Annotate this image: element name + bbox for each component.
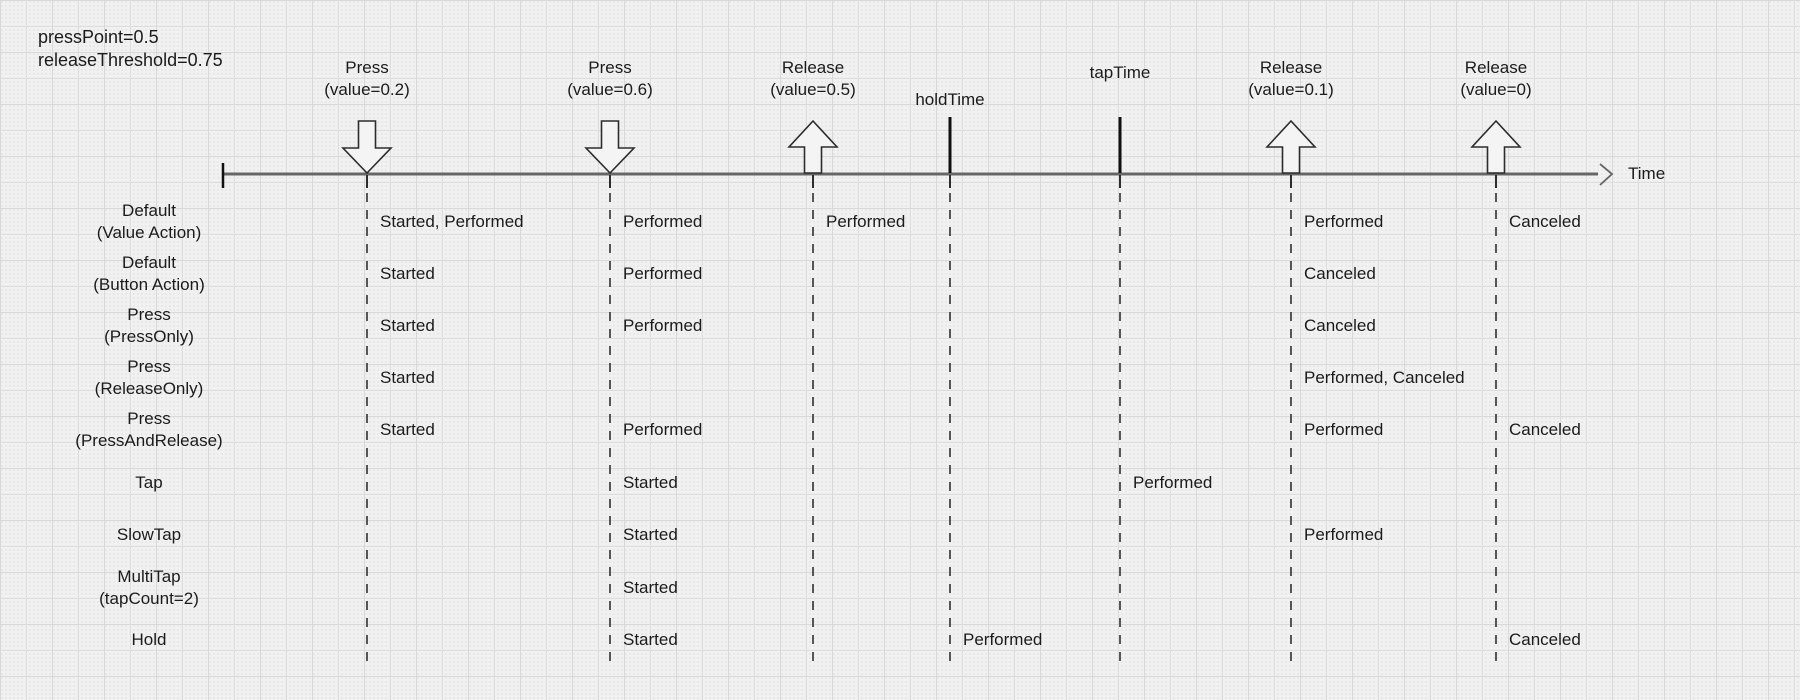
event-label-value: (value=0.5) [770,80,856,99]
event-label-release-01: Release (value=0.1) [1248,57,1334,101]
phase-cell-press-pressonly-release-01: Canceled [1304,316,1376,335]
row-label-sub: (Value Action) [96,223,202,242]
release-threshold-value: releaseThreshold=0.75 [38,50,223,70]
press-arrow-down-icon [341,120,393,175]
row-label-tap: Tap [135,472,162,494]
row-label-title: MultiTap [117,567,181,586]
phase-cell-default-value-action-release-05: Performed [826,212,906,231]
row-label-title: Press [127,409,171,428]
row-label-slowtap: SlowTap [117,524,181,546]
press-arrow-down-icon [584,120,636,175]
row-label-title: Hold [131,630,167,649]
release-arrow-up-icon [787,119,839,174]
phase-cell-hold-holdtime: Performed [963,630,1043,649]
event-label-title: Release [781,58,845,77]
event-label-value: (value=0.2) [324,80,410,99]
row-label-sub: (PressOnly) [104,327,194,346]
event-label-press-02: Press (value=0.2) [324,57,410,101]
event-label-title: Release [1259,58,1323,77]
event-label-holdtime: holdTime [915,89,984,111]
phase-cell-press-pressandrelease-release-01: Performed [1304,420,1384,439]
row-label-sub: (Button Action) [93,275,205,294]
event-label-title: Press [588,58,632,77]
phase-cell-slowtap-press-06: Started [623,525,678,544]
phase-cell-default-value-action-release-01: Performed [1304,212,1384,231]
phase-cell-press-pressandrelease-release-0: Canceled [1509,420,1581,439]
phase-cell-press-pressonly-press-02: Started [380,316,435,335]
release-arrow-up-icon [1470,119,1522,174]
phase-cell-default-button-action-press-06: Performed [623,264,703,283]
row-label-title: Press [127,357,171,376]
row-label-sub: (PressAndRelease) [75,431,223,450]
phase-cell-default-button-action-press-02: Started [380,264,435,283]
row-label-title: Press [127,305,171,324]
row-label-sub: (ReleaseOnly) [94,379,204,398]
phase-cell-multitap-press-06: Started [623,578,678,597]
event-label-value: (value=0.1) [1248,80,1334,99]
event-label-value: (value=0.6) [567,80,653,99]
phase-cell-hold-release-0: Canceled [1509,630,1581,649]
row-label-default-button-action: Default (Button Action) [93,252,205,296]
event-label-title: tapTime [1089,63,1151,82]
phase-cell-default-value-action-press-02: Started, Performed [380,212,524,231]
axis-arrowhead-icon [1599,163,1614,186]
row-label-title: Tap [135,473,163,492]
phase-cell-press-releaseonly-press-02: Started [380,368,435,387]
phase-cell-default-value-action-press-06: Performed [623,212,703,231]
phase-cell-slowtap-release-01: Performed [1304,525,1384,544]
row-label-sub: (tapCount=2) [99,589,199,608]
event-label-taptime: tapTime [1090,62,1151,84]
row-label-title: Default [122,253,176,272]
event-label-value: (value=0) [1460,80,1532,99]
press-point-value: pressPoint=0.5 [38,27,159,47]
row-label-default-value-action: Default (Value Action) [97,200,202,244]
row-label-title: SlowTap [116,525,182,544]
parameters-note: pressPoint=0.5 releaseThreshold=0.75 [38,26,223,72]
release-arrow-up-icon [1265,119,1317,174]
event-label-release-05: Release (value=0.5) [770,57,856,101]
phase-cell-press-pressonly-press-06: Performed [623,316,703,335]
phase-cell-hold-press-06: Started [623,630,678,649]
time-axis-label: Time [1628,164,1666,183]
phase-cell-default-value-action-release-0: Canceled [1509,212,1581,231]
row-label-press-releaseonly: Press (ReleaseOnly) [95,356,204,400]
row-label-press-pressandrelease: Press (PressAndRelease) [75,408,222,452]
row-label-press-pressonly: Press (PressOnly) [104,304,194,348]
phase-cell-tap-press-06: Started [623,473,678,492]
phase-cell-tap-taptime: Performed [1133,473,1213,492]
phase-cell-press-pressandrelease-press-06: Performed [623,420,703,439]
event-label-title: holdTime [915,90,985,109]
row-label-hold: Hold [132,629,167,651]
phase-cell-press-pressandrelease-press-02: Started [380,420,435,439]
event-label-press-06: Press (value=0.6) [567,57,653,101]
event-label-title: Release [1464,58,1528,77]
row-label-multitap: MultiTap (tapCount=2) [99,566,199,610]
event-label-release-0: Release (value=0) [1460,57,1531,101]
phase-cell-press-releaseonly-release-01: Performed, Canceled [1304,368,1465,387]
event-label-title: Press [345,58,389,77]
row-label-title: Default [122,201,176,220]
phase-cell-default-button-action-release-01: Canceled [1304,264,1376,283]
